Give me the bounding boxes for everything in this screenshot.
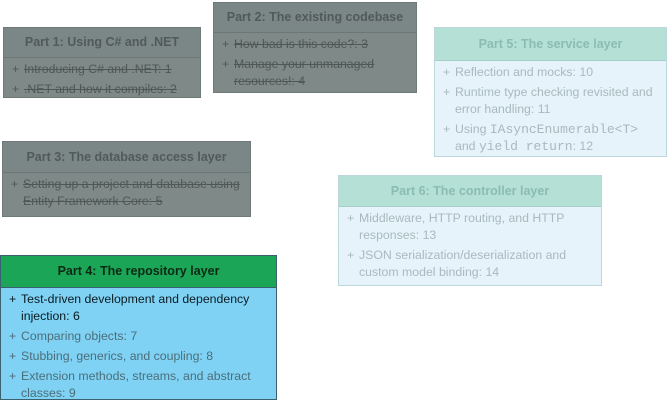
plus-icon: + bbox=[443, 122, 451, 136]
plus-icon: + bbox=[9, 369, 17, 383]
chapter-6: +Test-driven development and dependency … bbox=[9, 292, 250, 323]
part-6-title: Part 6: The controller layer bbox=[339, 176, 601, 207]
plus-icon: + bbox=[443, 85, 451, 99]
part-5-title: Part 5: The service layer bbox=[435, 28, 666, 61]
part-4-card: Part 4: The repository layer +Test-drive… bbox=[0, 255, 277, 400]
plus-icon: + bbox=[222, 57, 230, 71]
plus-icon: + bbox=[11, 177, 19, 191]
part-1-chapters: +Introducing C# and .NET: 1 +.NET and ho… bbox=[4, 58, 200, 98]
plus-icon: + bbox=[443, 65, 451, 79]
part-6-card: Part 6: The controller layer +Middleware… bbox=[338, 175, 602, 286]
chapter-11: +Runtime type checking revisited and err… bbox=[443, 85, 653, 116]
part-3-title: Part 3: The database access layer bbox=[3, 142, 250, 173]
plus-icon: + bbox=[12, 82, 20, 96]
chapter-9: +Extension methods, streams, and abstrac… bbox=[9, 369, 251, 400]
part-4-title: Part 4: The repository layer bbox=[1, 256, 276, 288]
part-5-card: Part 5: The service layer +Reflection an… bbox=[434, 27, 667, 157]
plus-icon: + bbox=[347, 248, 355, 262]
plus-icon: + bbox=[347, 211, 355, 225]
plus-icon: + bbox=[9, 292, 17, 306]
chapter-7: +Comparing objects: 7 bbox=[9, 329, 138, 343]
plus-icon: + bbox=[9, 329, 17, 343]
chapter-13: +Middleware, HTTP routing, and HTTP resp… bbox=[347, 211, 565, 242]
part-2-title: Part 2: The existing codebase bbox=[214, 3, 416, 33]
chapter-2: +.NET and how it compiles: 2 bbox=[12, 82, 177, 96]
chapter-14: +JSON serialization/deserialization and … bbox=[347, 248, 567, 279]
plus-icon: + bbox=[222, 37, 230, 51]
part-1-title: Part 1: Using C# and .NET bbox=[4, 28, 200, 58]
chapter-1: +Introducing C# and .NET: 1 bbox=[12, 62, 172, 76]
chapter-4: +Manage your unmanaged resources!: 4 bbox=[222, 57, 375, 88]
chapter-5: +Setting up a project and database using… bbox=[11, 177, 240, 208]
part-2-card: Part 2: The existing codebase +How bad i… bbox=[213, 2, 417, 93]
chapter-10: +Reflection and mocks: 10 bbox=[443, 65, 594, 79]
plus-icon: + bbox=[9, 349, 17, 363]
part-2-chapters: +How bad is this code?: 3 +Manage your u… bbox=[214, 33, 416, 90]
code-yield-return: yield return bbox=[478, 139, 573, 154]
code-iasyncenumerable: IAsyncEnumerable<T> bbox=[489, 122, 639, 137]
plus-icon: + bbox=[12, 62, 20, 76]
chapter-8: +Stubbing, generics, and coupling: 8 bbox=[9, 349, 214, 363]
chapter-12: +Using IAsyncEnumerable<T> and yield ret… bbox=[443, 122, 639, 154]
part-5-chapters: +Reflection and mocks: 10 +Runtime type … bbox=[435, 61, 666, 155]
chapter-3: +How bad is this code?: 3 bbox=[222, 37, 368, 51]
part-1-card: Part 1: Using C# and .NET +Introducing C… bbox=[3, 27, 201, 98]
part-6-chapters: +Middleware, HTTP routing, and HTTP resp… bbox=[339, 207, 601, 281]
part-3-card: Part 3: The database access layer +Setti… bbox=[2, 141, 251, 217]
part-4-chapters: +Test-driven development and dependency … bbox=[1, 288, 276, 402]
part-3-chapters: +Setting up a project and database using… bbox=[3, 173, 250, 210]
